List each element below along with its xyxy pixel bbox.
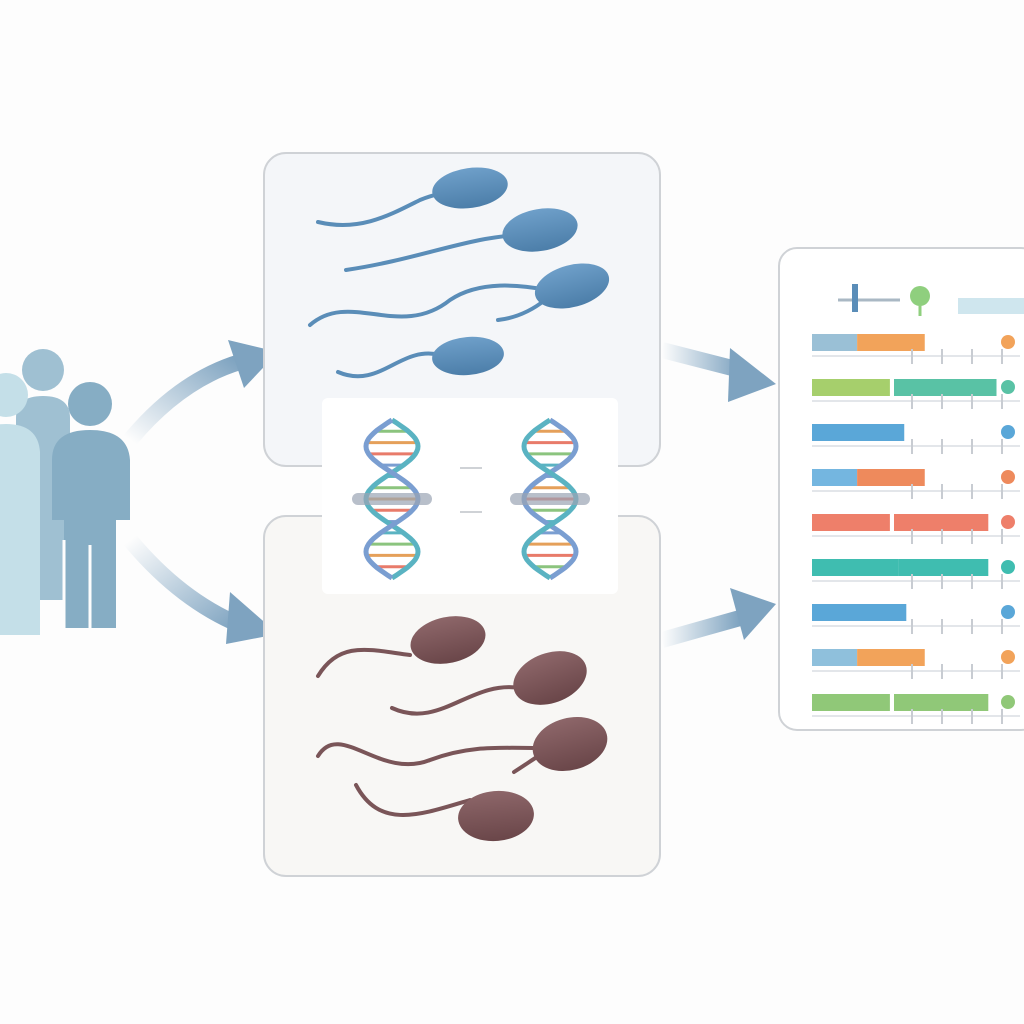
dna-marker [352, 493, 432, 505]
arrow-to-top-panel [122, 340, 278, 448]
sperm-cell-icon-group-brown [316, 616, 608, 842]
sperm-tail [390, 685, 522, 716]
track-segment [812, 559, 899, 576]
sperm-head [410, 616, 486, 664]
track-marker [1001, 515, 1015, 529]
track-segment [894, 694, 989, 711]
track-marker [1001, 335, 1015, 349]
genome-track-row [812, 649, 1020, 679]
track-segment [812, 334, 858, 351]
genome-track-row [812, 694, 1020, 724]
track-segment [898, 559, 989, 576]
sperm-head [502, 208, 578, 252]
track-segment [812, 379, 890, 396]
track-marker [1001, 380, 1015, 394]
dna-marker [510, 493, 590, 505]
track-marker [1001, 650, 1015, 664]
track-segment [894, 379, 997, 396]
sperm-head [513, 651, 587, 705]
arrow-bottom-to-result [659, 588, 776, 648]
sperm-head [532, 717, 608, 771]
track-segment [894, 514, 989, 531]
track-marker [1001, 560, 1015, 574]
track-marker [1001, 695, 1015, 709]
track-marker [1001, 470, 1015, 484]
dna-helix-icon [510, 417, 590, 581]
dna-helix-icon [352, 417, 432, 581]
sperm-head [432, 167, 508, 209]
sperm-cell-icon-group-blue [308, 167, 610, 379]
track-segment [812, 604, 907, 621]
sperm-tail [316, 647, 412, 678]
genome-track-row [812, 559, 1020, 589]
sperm-tail [336, 351, 442, 379]
arrow-top-to-result [660, 342, 776, 402]
track-marker [1001, 425, 1015, 439]
genome-tracks [812, 334, 1020, 724]
track-segment [812, 694, 890, 711]
genome-track-row [812, 514, 1020, 544]
track-segment [812, 649, 858, 666]
people-group-icon [0, 349, 130, 635]
arrow-to-bottom-panel [122, 532, 278, 644]
dna-comparison-card [322, 398, 618, 594]
track-segment [812, 469, 858, 486]
track-segment [857, 649, 925, 666]
track-segment [812, 424, 905, 441]
sperm-head [432, 336, 504, 376]
track-segment [857, 334, 925, 351]
genome-track-row [812, 469, 1020, 499]
top-sperm-panel [263, 152, 661, 467]
bottom-sperm-panel [263, 515, 661, 877]
genome-track-chart-icon [778, 247, 1024, 731]
genome-track-row [812, 424, 1020, 454]
track-marker [1001, 605, 1015, 619]
track-segment [812, 514, 890, 531]
genome-track-row [812, 604, 1020, 634]
genome-track-row [812, 379, 1020, 409]
sperm-head [534, 263, 610, 309]
sperm-tail [354, 783, 472, 817]
sperm-head [458, 790, 534, 842]
track-segment [857, 469, 925, 486]
genome-track-row [812, 334, 1020, 364]
